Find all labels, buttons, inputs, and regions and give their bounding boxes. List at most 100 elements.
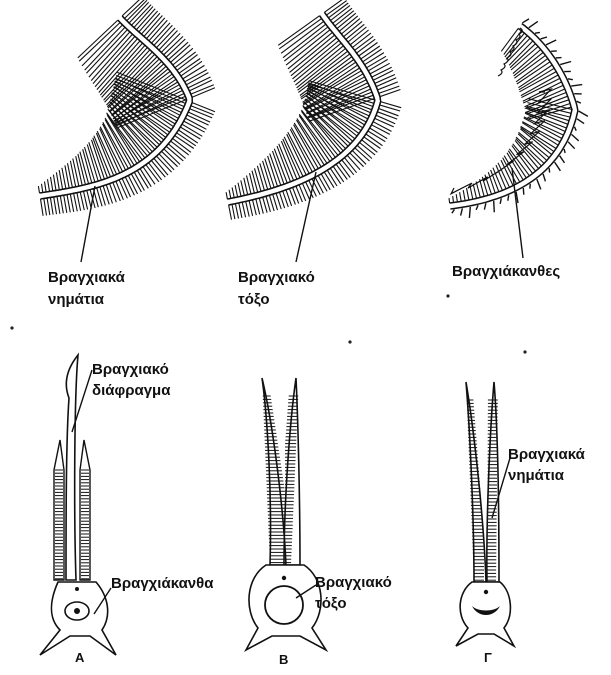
gill-filament xyxy=(100,127,122,172)
gill-filament xyxy=(453,196,454,202)
ink-speck xyxy=(348,340,351,343)
ink-speck xyxy=(10,326,13,329)
gill-filament xyxy=(327,1,347,16)
label-gill-filaments-bottom-line2: νημάτια xyxy=(508,466,564,486)
gill-filament xyxy=(249,201,253,216)
gill-filament xyxy=(339,16,358,31)
gill-arch-with-filaments-a xyxy=(38,0,215,216)
blood-vessel xyxy=(484,590,488,594)
gill-filament xyxy=(127,0,147,20)
gill-filament xyxy=(274,149,287,183)
gill-filament xyxy=(235,204,238,219)
gill-filament xyxy=(467,188,469,200)
gill-filament xyxy=(47,198,50,215)
label-gill-septum-line2: διάφραγμα xyxy=(92,381,170,401)
gill-filament xyxy=(331,5,351,20)
gill-filament xyxy=(59,170,62,189)
gill-filament xyxy=(335,11,354,26)
gill-filament xyxy=(149,20,167,41)
gill-filament xyxy=(379,86,400,93)
gill-filament xyxy=(74,193,78,211)
gill-filament xyxy=(463,190,465,201)
gill-filament xyxy=(229,190,231,199)
gill-filament xyxy=(122,178,130,197)
gill-filament xyxy=(53,175,56,191)
gill-filament-outline xyxy=(80,440,90,580)
gill-filament xyxy=(256,199,260,215)
gill-filament xyxy=(56,172,59,190)
blood-vessel xyxy=(75,587,79,591)
gill-filament xyxy=(321,174,330,190)
ink-speck xyxy=(523,350,526,353)
gill-filament xyxy=(246,201,250,216)
gill-filament xyxy=(119,180,127,199)
gill-filament xyxy=(84,191,88,209)
gill-filament xyxy=(315,177,323,193)
gill-filament xyxy=(164,36,183,54)
label-gill-rakers-top: Βραγχιάκανθες xyxy=(452,262,560,282)
cross-section-c xyxy=(456,382,514,646)
gill-filament-outline xyxy=(54,440,64,580)
gill-filament xyxy=(161,33,180,52)
gill-filament xyxy=(460,192,462,201)
blood-vessel xyxy=(74,608,80,614)
gill-filament xyxy=(229,205,232,220)
gill-filament xyxy=(324,172,334,188)
gill-filament xyxy=(67,195,70,213)
gill-filament xyxy=(476,182,480,198)
cross-section-b xyxy=(246,378,326,650)
gill-filament xyxy=(241,180,245,195)
panel-letter-c: Γ xyxy=(484,650,492,665)
gill-filament xyxy=(73,159,79,187)
gill-filament xyxy=(376,115,395,124)
gill-filament xyxy=(327,170,337,186)
gill-arch-with-rakers-c xyxy=(449,19,588,218)
gill-filament xyxy=(168,42,188,60)
gill-filament xyxy=(60,196,63,214)
gill-filament xyxy=(333,8,352,23)
gill-filament xyxy=(152,23,171,43)
panel-letter-b: Β xyxy=(279,652,288,667)
label-gill-septum-line1: Βραγχιακό xyxy=(92,360,169,380)
gill-filament xyxy=(380,90,400,97)
gill-arch-bone xyxy=(265,586,303,624)
gill-filament xyxy=(376,78,396,87)
gill-filament xyxy=(77,193,81,211)
gill-filament xyxy=(281,21,324,53)
gill-filament xyxy=(54,197,57,214)
gill-filament xyxy=(318,176,327,192)
gill-filament xyxy=(375,75,395,84)
gill-filament xyxy=(154,25,172,45)
gill-filament xyxy=(62,168,66,189)
gill-filament xyxy=(377,112,397,119)
gill-filament xyxy=(324,0,344,12)
gill-filament xyxy=(329,3,349,18)
label-gill-filaments-top-line2: νημάτια xyxy=(48,290,104,310)
gill-filament xyxy=(41,199,44,216)
label-gill-arch-bottom-line2: τόξο xyxy=(315,594,347,614)
gill-filament xyxy=(166,39,185,57)
panel-letter-a: Α xyxy=(75,650,84,665)
gill-filament xyxy=(257,166,264,191)
gill-filament xyxy=(244,178,248,195)
gill-arch-with-filaments-b xyxy=(226,0,401,220)
gill-filament xyxy=(341,19,360,34)
ink-speck xyxy=(446,294,449,297)
gill-filament xyxy=(50,197,53,214)
gill-filament xyxy=(103,124,126,170)
gill-filament xyxy=(232,204,235,219)
gill-filament xyxy=(238,183,241,197)
label-gill-filaments-top-line1: Βραγχιακά xyxy=(48,268,125,288)
gill-filament xyxy=(503,158,517,184)
gill-filament xyxy=(70,194,73,212)
gill-filament xyxy=(44,198,47,215)
gill-filament xyxy=(226,192,227,199)
gill-filament xyxy=(378,82,398,90)
gill-filament xyxy=(255,168,262,191)
label-gill-arch-top-line1: Βραγχιακό xyxy=(238,268,315,288)
gill-filament xyxy=(239,203,242,218)
gill-filament xyxy=(42,184,43,193)
gill-filament xyxy=(337,13,356,28)
label-gill-arch-top-line2: τόξο xyxy=(238,290,270,310)
